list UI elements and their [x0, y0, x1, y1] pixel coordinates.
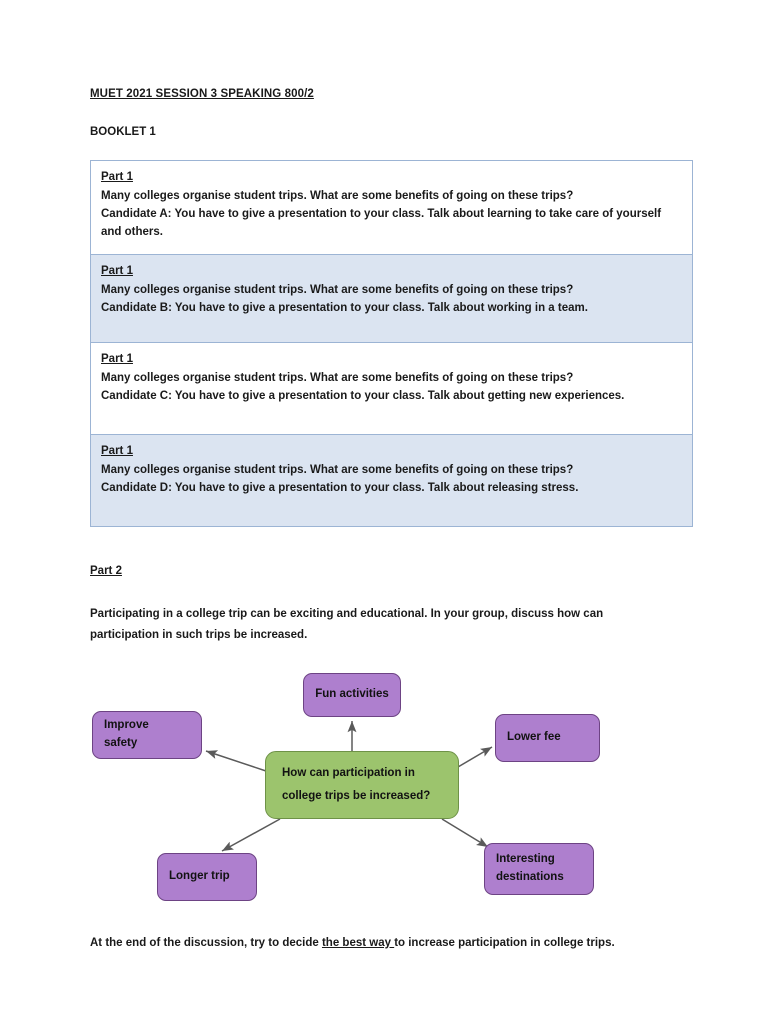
candidate-c-topic: getting new experiences.	[487, 389, 625, 402]
connector-lines	[205, 720, 493, 852]
mindmap-node-improve-safety-line1: Improve	[104, 719, 149, 732]
document-title: MUET 2021 SESSION 3 SPEAKING 800/2	[90, 88, 314, 100]
part1-table: Part 1 Many colleges organise student tr…	[90, 159, 693, 527]
table-row: Part 1 Many colleges organise student tr…	[90, 433, 693, 527]
part2-section: Part 2 Participating in a college trip c…	[90, 565, 694, 953]
candidate-b-prompt: Many colleges organise student trips. Wh…	[101, 284, 574, 297]
mindmap-center-node[interactable]: How can participation in college trips b…	[265, 750, 459, 819]
mindmap-center-line2: college trips be increased?	[282, 789, 431, 802]
candidate-c-instruction: Candidate C: You have to give a presenta…	[101, 388, 682, 406]
part-label: Part 1	[101, 444, 133, 457]
mindmap-node-lower-fee-label: Lower fee	[507, 731, 561, 744]
part-label: Part 1	[101, 352, 133, 365]
part2-label: Part 2	[90, 564, 122, 577]
candidate-c-prompt: Many colleges organise student trips. Wh…	[101, 372, 574, 385]
mindmap-node-longer-trip[interactable]: Longer trip	[157, 852, 257, 901]
connector-longer	[221, 817, 281, 852]
candidate-a-instruction-prefix: Candidate A: You have to give a presenta…	[101, 207, 488, 220]
candidate-d-cell: Part 1 Many colleges organise student tr…	[90, 433, 693, 527]
candidate-b-instruction-prefix: Candidate B: You have to give a presenta…	[101, 301, 488, 314]
candidate-a-cell: Part 1 Many colleges organise student tr…	[90, 159, 693, 255]
candidate-b-instruction: Candidate B: You have to give a presenta…	[101, 300, 682, 318]
closing-underlined: the best way	[321, 936, 395, 949]
mindmap-node-interesting-destinations-line2: destinations	[496, 870, 564, 883]
mindmap-node-interesting-destinations[interactable]: Interesting destinations	[484, 842, 594, 895]
connector-improve	[205, 749, 267, 772]
mindmap-center-line1: How can participation in	[282, 767, 415, 780]
mindmap-node-fun-activities-label: Fun activities	[315, 688, 389, 701]
closing-prefix: At the end of the discussion, try to	[90, 936, 283, 949]
table-row: Part 1 Many colleges organise student tr…	[90, 253, 693, 343]
candidate-d-prompt: Many colleges organise student trips. Wh…	[101, 464, 574, 477]
part-label: Part 1	[101, 170, 133, 183]
part2-closing-text: At the end of the discussion, try to dec…	[90, 933, 650, 953]
mindmap-node-interesting-destinations-line1: Interesting	[496, 853, 555, 866]
candidate-d-instruction: Candidate D: You have to give a presenta…	[101, 480, 682, 498]
candidate-c-cell: Part 1 Many colleges organise student tr…	[90, 341, 693, 435]
part2-intro-text: Participating in a college trip can be e…	[90, 608, 604, 641]
mindmap-node-improve-safety-line2: safety	[104, 736, 138, 749]
candidate-a-instruction: Candidate A: You have to give a presenta…	[101, 206, 682, 242]
candidate-d-instruction-prefix: Candidate D: You have to give a presenta…	[101, 481, 488, 494]
part-label: Part 1	[101, 264, 133, 277]
candidate-b-cell: Part 1 Many colleges organise student tr…	[90, 253, 693, 343]
candidate-d-topic: releasing stress.	[487, 481, 579, 494]
mindmap-node-lower-fee[interactable]: Lower fee	[495, 713, 600, 762]
candidate-a-prompt: Many colleges organise student trips. Wh…	[101, 190, 574, 203]
table-row: Part 1 Many colleges organise student tr…	[90, 159, 693, 255]
mind-map-diagram: How can participation in college trips b…	[90, 667, 694, 915]
closing-bold-start: decide	[282, 936, 322, 949]
candidate-b-topic: working in a team.	[487, 301, 588, 314]
page-content: MUET 2021 SESSION 3 SPEAKING 800/2 BOOKL…	[90, 88, 694, 953]
mindmap-node-longer-trip-label: Longer trip	[169, 870, 230, 883]
candidate-a-topic: learning to take care of yourself and ot…	[101, 207, 662, 238]
table-row: Part 1 Many colleges organise student tr…	[90, 341, 693, 435]
mindmap-node-improve-safety[interactable]: Improve safety	[92, 710, 202, 759]
connector-lower	[457, 745, 493, 768]
booklet-label: BOOKLET 1	[90, 125, 156, 138]
closing-bold-end: to increase participation in college tri…	[394, 936, 615, 949]
mindmap-node-fun-activities[interactable]: Fun activities	[303, 672, 401, 717]
connector-interesting	[441, 817, 489, 848]
candidate-c-instruction-prefix: Candidate C: You have to give a presenta…	[101, 389, 488, 402]
